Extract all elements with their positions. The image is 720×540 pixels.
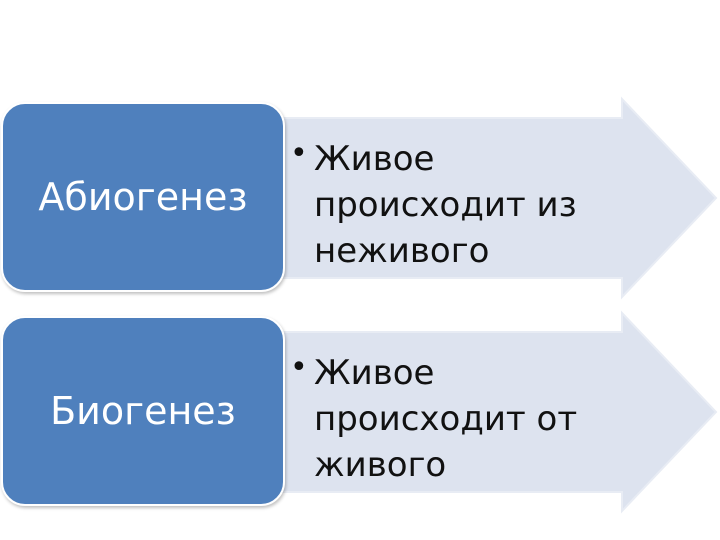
bullet-marker: • <box>290 136 308 171</box>
definition-text: Живое происходит от живого <box>314 350 577 488</box>
term-label: Биогенез <box>50 389 236 433</box>
definition-line: Живое <box>314 353 435 393</box>
definition: • Живое происходит из неживого <box>290 136 610 274</box>
bullet-marker: • <box>290 350 308 385</box>
term-box: Абиогенез <box>1 102 285 292</box>
diagram-row-abiogenesis: Абиогенез • Живое происходит из неживого <box>0 96 720 300</box>
definition: • Живое происходит от живого <box>290 350 610 488</box>
definition-line: живого <box>314 445 447 485</box>
definition-line: Живое <box>314 139 435 179</box>
diagram-row-biogenesis: Биогенез • Живое происходит от живого <box>0 310 720 514</box>
term-label: Абиогенез <box>38 175 248 219</box>
definition-line: неживого <box>314 231 490 271</box>
definition-line: происходит от <box>314 399 578 439</box>
definition-line: происходит из <box>314 185 577 225</box>
definition-text: Живое происходит из неживого <box>314 136 577 274</box>
term-box: Биогенез <box>1 316 285 506</box>
